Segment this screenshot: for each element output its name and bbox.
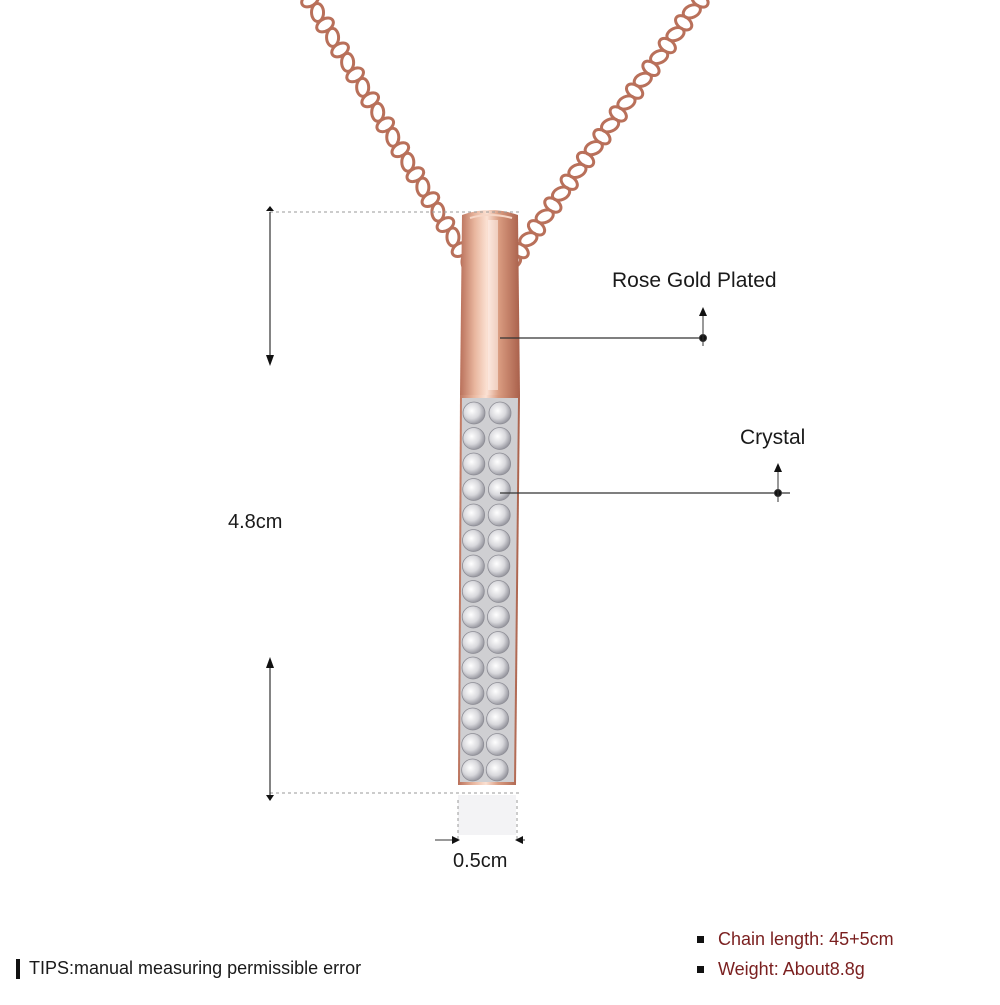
width-label: 0.5cm [453, 850, 508, 872]
material-leader [500, 307, 707, 346]
height-dimension [266, 206, 520, 801]
width-dimension [435, 800, 525, 844]
tips-text: TIPS:manual measuring permissible error [29, 958, 362, 978]
stone-leader [500, 463, 790, 502]
pendant-bar [458, 210, 520, 835]
stone-label: Crystal [740, 426, 806, 449]
spec-chain-length: Chain length: 45+5cm [718, 929, 894, 949]
spec-bullet [697, 936, 704, 943]
height-label: 4.8cm [228, 511, 283, 533]
material-label: Rose Gold Plated [612, 269, 777, 292]
chain-right [501, 0, 710, 271]
crystal-stones [461, 401, 512, 782]
spec-weight: Weight: About8.8g [718, 959, 865, 979]
tips-marker [16, 959, 20, 979]
spec-bullet [697, 966, 704, 973]
chain-left [300, 0, 476, 273]
